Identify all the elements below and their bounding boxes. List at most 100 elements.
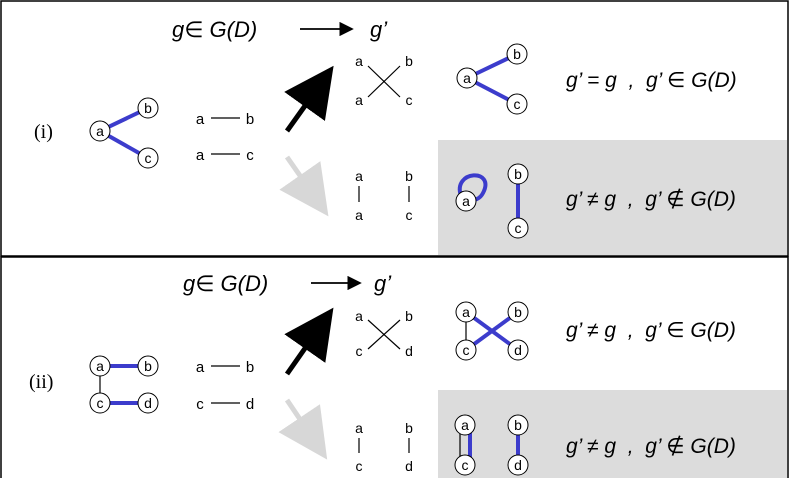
panel-ii-swap-cross: a b c d bbox=[355, 308, 413, 359]
panel-i-shaded-region bbox=[438, 140, 787, 255]
panel-i: g∈ G(D) g’ (i) a b c a b a c bbox=[0, 0, 789, 257]
pair-1-left: a bbox=[196, 359, 205, 376]
panel-i-swap-cross: a b a c bbox=[355, 53, 413, 108]
node-b bbox=[507, 163, 529, 185]
swap-cross-line-2 bbox=[367, 65, 401, 98]
panel-i-border bbox=[0, 0, 789, 257]
swap-tl: a bbox=[355, 420, 363, 436]
panel-ii-result-graph-top: a b c d bbox=[455, 301, 529, 361]
swap-bl: c bbox=[356, 343, 363, 359]
pair-2-left: a bbox=[196, 147, 205, 164]
node-c-label: c bbox=[514, 96, 521, 112]
node-a bbox=[89, 355, 111, 377]
swap-tr: b bbox=[405, 420, 413, 436]
node-d-label: d bbox=[514, 342, 522, 358]
node-c-label: c bbox=[462, 457, 469, 473]
swap-br: d bbox=[405, 458, 413, 474]
node-a bbox=[454, 414, 476, 436]
node-a-label: a bbox=[462, 193, 470, 209]
node-d-label: d bbox=[144, 395, 152, 411]
node-c-label: c bbox=[463, 342, 470, 358]
panel-ii: g∈ G(D) g’ (ii) a b c d a b c d bbox=[0, 256, 789, 478]
node-a-label: a bbox=[96, 358, 104, 374]
panel-ii-shaded-region bbox=[438, 390, 787, 478]
node-b-label: b bbox=[144, 100, 152, 116]
node-d bbox=[137, 392, 159, 414]
node-a bbox=[455, 301, 477, 323]
node-a bbox=[455, 190, 477, 212]
node-c bbox=[89, 392, 111, 414]
pair-1-left: a bbox=[196, 111, 205, 128]
swap-tl: a bbox=[355, 168, 363, 184]
panel-i-relation-bottom: g’ ≠ g , g’ ∉ G(D) bbox=[566, 188, 736, 211]
node-b-label: b bbox=[144, 358, 152, 374]
node-b-label: b bbox=[513, 46, 521, 62]
node-c bbox=[455, 339, 477, 361]
swap-br: d bbox=[405, 343, 413, 359]
node-c bbox=[506, 93, 528, 115]
node-a-label: a bbox=[462, 304, 470, 320]
swap-tr: b bbox=[405, 168, 413, 184]
node-c bbox=[507, 217, 529, 239]
pair-2-right: c bbox=[246, 147, 254, 164]
panel-ii-arrow-accept bbox=[284, 307, 334, 376]
pair-1-right: b bbox=[246, 359, 254, 376]
panel-i-result-graph-top: a b c bbox=[456, 43, 528, 115]
swap-bl: a bbox=[355, 92, 363, 108]
node-c bbox=[454, 454, 476, 476]
panel-ii-label: (ii) bbox=[29, 371, 53, 393]
panel-i-swap-parallel: a b a c bbox=[355, 168, 413, 223]
node-b bbox=[507, 414, 529, 436]
swap-bl: c bbox=[356, 458, 363, 474]
node-c-label: c bbox=[515, 220, 522, 236]
node-c-label: c bbox=[97, 395, 104, 411]
node-a-label: a bbox=[96, 123, 104, 139]
node-d-label: d bbox=[514, 457, 522, 473]
node-c bbox=[137, 147, 159, 169]
node-b bbox=[506, 43, 528, 65]
panel-ii-result-graph-bottom: a b c d bbox=[454, 414, 529, 476]
edge-b-c bbox=[464, 310, 520, 352]
panel-i-result-graph-bottom: a b c bbox=[455, 163, 529, 239]
node-b bbox=[507, 301, 529, 323]
panel-ii-header-right: g’ bbox=[374, 271, 392, 296]
node-a bbox=[456, 67, 478, 89]
node-d bbox=[507, 454, 529, 476]
panel-ii-pairs: a b c d bbox=[196, 359, 254, 413]
swap-tr: b bbox=[405, 53, 413, 69]
node-a-label: a bbox=[461, 417, 469, 433]
panel-i-arrow-accept bbox=[284, 65, 334, 133]
panel-ii-relation-bottom: g’ ≠ g , g’ ∉ G(D) bbox=[566, 435, 736, 458]
swap-tl: a bbox=[355, 53, 363, 69]
swap-br: c bbox=[406, 207, 413, 223]
panel-ii-header-left: g∈ G(D) bbox=[183, 271, 268, 296]
node-c-label: c bbox=[145, 150, 152, 166]
swap-tl: a bbox=[355, 308, 363, 324]
node-b bbox=[137, 97, 159, 119]
swap-br: c bbox=[406, 92, 413, 108]
panel-i-relation-top: g’ = g , g’ ∈ G(D) bbox=[566, 69, 737, 92]
node-b bbox=[137, 355, 159, 377]
pair-2-right: d bbox=[246, 396, 254, 413]
panel-ii-graph: a b c d bbox=[89, 355, 159, 414]
panel-ii-border bbox=[0, 256, 789, 478]
node-a-label: a bbox=[463, 70, 471, 86]
panel-i-graph: a b c bbox=[89, 97, 159, 169]
panel-i-header-left: g∈ G(D) bbox=[172, 17, 257, 42]
pair-2-left: c bbox=[196, 396, 204, 413]
node-b-label: b bbox=[514, 417, 522, 433]
swap-bl: a bbox=[355, 207, 363, 223]
node-b-label: b bbox=[514, 166, 522, 182]
panel-i-pairs: a b a c bbox=[196, 111, 254, 164]
panel-i-label: (i) bbox=[34, 121, 53, 143]
node-a bbox=[89, 120, 111, 142]
panel-ii-swap-parallel: a b c d bbox=[355, 420, 413, 474]
node-b-label: b bbox=[514, 304, 522, 320]
panel-ii-relation-top: g’ ≠ g , g’ ∈ G(D) bbox=[566, 319, 736, 342]
panel-ii-arrow-reject bbox=[278, 398, 328, 460]
node-d bbox=[507, 339, 529, 361]
swap-cross-line-2 bbox=[367, 319, 401, 350]
panel-i-header-right: g’ bbox=[370, 17, 388, 42]
panel-i-arrow-reject bbox=[279, 155, 329, 217]
